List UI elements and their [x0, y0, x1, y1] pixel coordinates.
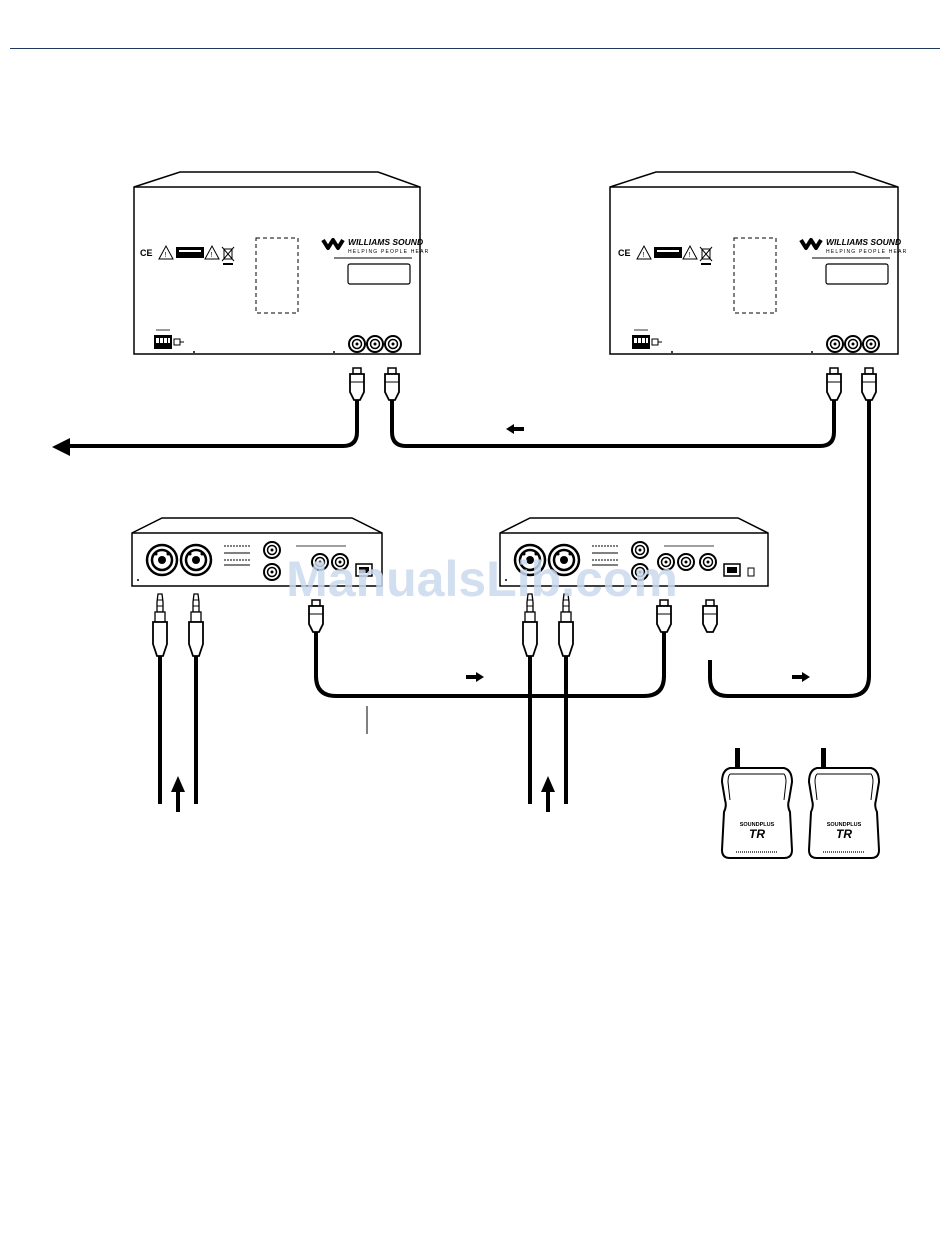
svg-text:!: ! — [689, 252, 691, 259]
warning-label-bar — [654, 247, 682, 258]
receiver-model: TR — [749, 827, 765, 841]
rca-plug — [703, 600, 717, 632]
rca-jack — [349, 336, 365, 352]
receiver-model: TR — [836, 827, 852, 841]
transmitter-right: CE ! ! WILLIAMS SOUND HELPING PEOPLE HE — [610, 172, 907, 354]
rca-jack — [845, 336, 861, 352]
signal-direction-arrow-icon — [541, 776, 555, 812]
xlr-combo-jack — [181, 545, 211, 575]
display-window — [826, 264, 888, 284]
logo-tagline: HELPING PEOPLE HEAR — [348, 249, 429, 255]
svg-text:!: ! — [165, 252, 167, 259]
logo-brand: WILLIAMS SOUND — [826, 237, 901, 247]
svg-text:!: ! — [211, 252, 213, 259]
logo-brand: WILLIAMS SOUND — [348, 237, 423, 247]
ce-mark: CE — [618, 248, 631, 258]
phone-plug — [153, 594, 167, 656]
watermark: ManualsLib.com — [286, 551, 678, 607]
svg-text:!: ! — [643, 252, 645, 259]
signal-direction-arrow-icon — [466, 672, 484, 682]
rca-plug — [385, 368, 399, 400]
receiver-left: SOUNDPLUS TR — [722, 748, 792, 858]
logo-tagline: HELPING PEOPLE HEAR — [826, 249, 907, 255]
receiver-right: SOUNDPLUS TR — [809, 748, 879, 858]
rca-jack — [264, 564, 280, 580]
rca-jack — [678, 554, 694, 570]
rca-plug — [862, 368, 876, 400]
signal-direction-arrow-icon — [171, 776, 185, 812]
rca-plug — [350, 368, 364, 400]
warning-label-bar — [176, 247, 204, 258]
rca-jack — [367, 336, 383, 352]
phone-plug — [189, 594, 203, 656]
rca-plug — [827, 368, 841, 400]
rca-jack — [827, 336, 843, 352]
rca-jack — [863, 336, 879, 352]
rca-jack — [385, 336, 401, 352]
ce-mark: CE — [140, 248, 153, 258]
signal-direction-arrow-icon — [792, 672, 810, 682]
signal-direction-arrow-icon — [52, 438, 70, 456]
antenna — [821, 748, 826, 768]
xlr-combo-jack — [147, 545, 177, 575]
signal-direction-arrow-icon — [506, 424, 524, 434]
rca-jack — [700, 554, 716, 570]
antenna — [735, 748, 740, 768]
rca-jack — [264, 542, 280, 558]
transmitter-left: CE ! ! WILLIAMS SOUND HELPING PEOPLE HE — [134, 172, 429, 354]
display-window — [348, 264, 410, 284]
